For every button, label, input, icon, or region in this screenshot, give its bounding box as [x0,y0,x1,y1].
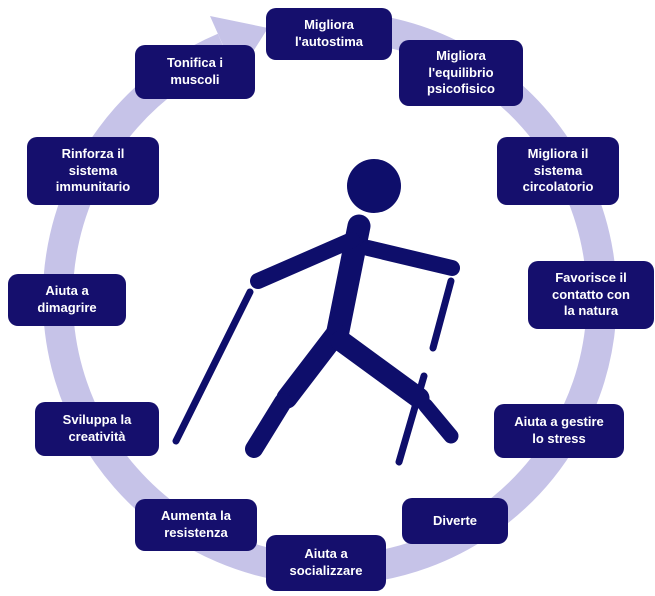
benefit-label-sistema-circolatorio: Migliora il sistema circolatorio [522,145,594,195]
benefit-box-equilibrio-psicofisico: Migliora l'equilibrio psicofisico [399,40,523,106]
benefit-label-contatto-natura: Favorisce il contatto con la natura [552,269,630,319]
benefit-box-autostima: Migliora l'autostima [266,8,392,60]
benefit-box-tonifica-muscoli: Tonifica i muscoli [135,45,255,99]
benefit-label-dimagrire: Aiuta a dimagrire [37,283,97,315]
benefit-box-contatto-natura: Favorisce il contatto con la natura [528,261,654,329]
benefit-box-socializzare: Aiuta a socializzare [266,535,386,591]
benefit-box-dimagrire: Aiuta a dimagrire [8,274,126,326]
benefit-box-sistema-immunitario: Rinforza il sistema immunitario [27,137,159,205]
benefit-label-equilibrio-psicofisico: Migliora l'equilibrio psicofisico [427,47,495,97]
benefit-label-autostima: Migliora l'autostima [294,17,364,49]
benefit-label-creativita: Sviluppa la creatività [62,412,132,444]
benefit-label-diverte: Diverte [432,512,478,528]
benefit-box-creativita: Sviluppa la creatività [35,402,159,456]
benefit-label-tonifica-muscoli: Tonifica i muscoli [166,55,224,87]
benefit-box-resistenza: Aumenta la resistenza [135,499,257,551]
benefit-label-sistema-immunitario: Rinforza il sistema immunitario [55,145,131,195]
benefit-box-diverte: Diverte [402,498,508,544]
benefit-label-socializzare: Aiuta a socializzare [289,546,363,578]
benefit-label-gestire-stress: Aiuta a gestire lo stress [514,414,604,446]
benefit-box-sistema-circolatorio: Migliora il sistema circolatorio [497,137,619,205]
walker-head [347,159,401,213]
nordic-walker-icon [172,159,460,466]
benefit-box-gestire-stress: Aiuta a gestire lo stress [494,404,624,458]
benefit-label-resistenza: Aumenta la resistenza [160,508,232,540]
